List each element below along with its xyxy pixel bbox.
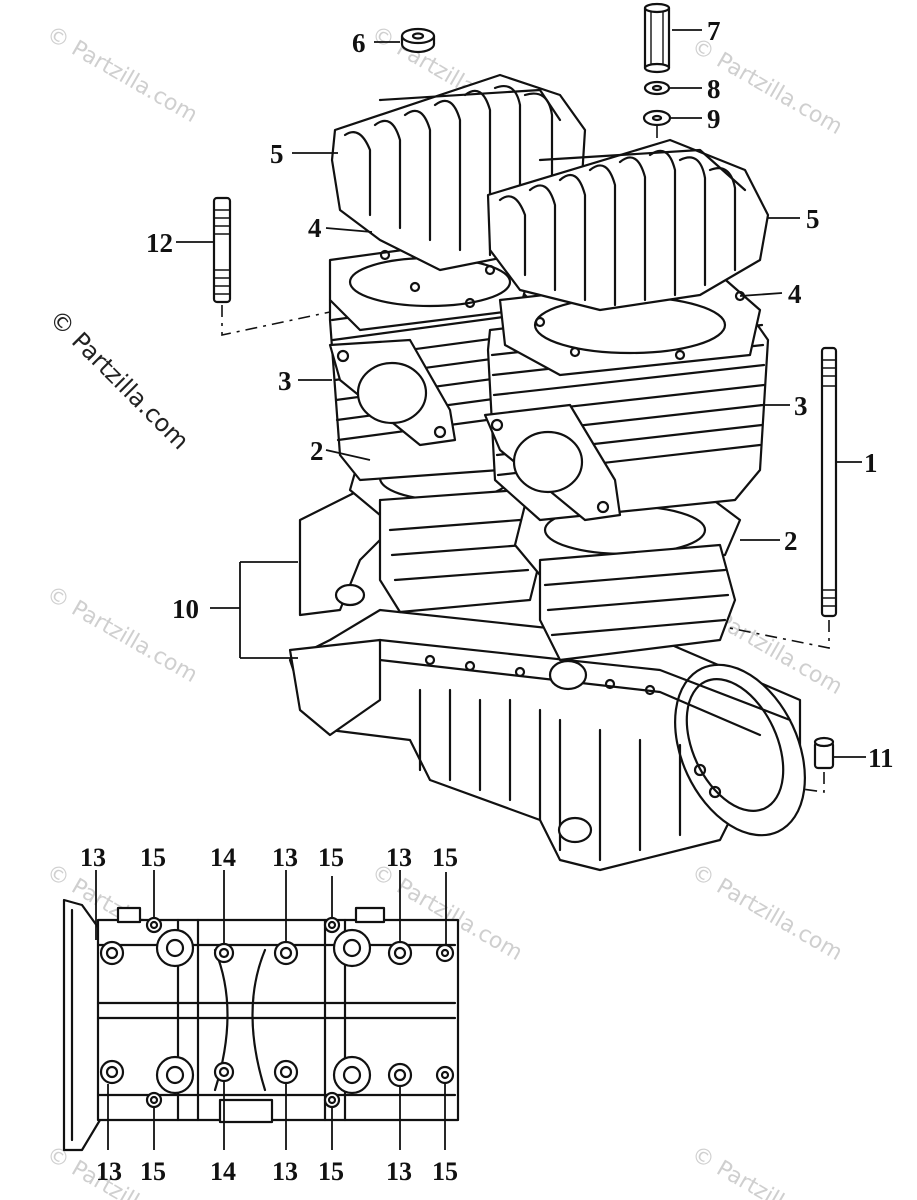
callouts: 6 7 8 9 5 5 4 4 12 3 3 2 2 1 10 11 [146, 16, 894, 773]
part-11-dowel [813, 736, 835, 770]
part-7-spacer [643, 2, 671, 74]
part-8-washer [643, 80, 671, 96]
watermark-dark: © Partzilla.com [44, 304, 195, 455]
part-9-washer [642, 109, 672, 127]
bottom-view-bottom-label: 13 [272, 1157, 298, 1186]
left-cylinder-assembly [328, 73, 587, 614]
callout-10: 10 [172, 594, 199, 624]
assembly-line-12 [221, 279, 481, 336]
watermark: © Partzilla.com [687, 860, 847, 967]
bottom-view-top-label: 13 [272, 843, 298, 872]
bottom-view-bottom-label: 13 [386, 1157, 412, 1186]
callout-4-left: 4 [308, 213, 322, 243]
callout-4-right: 4 [788, 279, 802, 309]
bottom-view-bottom-label: 15 [140, 1157, 166, 1186]
crankcase-bottom-view: 13 15 14 13 15 13 15 13 15 14 13 15 13 1… [62, 843, 460, 1186]
bottom-view-bottom-label: 13 [96, 1157, 122, 1186]
bottom-view-bottom-label: 15 [318, 1157, 344, 1186]
part-6-nut [400, 27, 436, 54]
callout-7: 7 [707, 16, 721, 46]
callout-8: 8 [707, 74, 721, 104]
callout-2-left: 2 [310, 436, 324, 466]
bottom-view-top-label: 15 [318, 843, 344, 872]
callout-5-left: 5 [270, 139, 284, 169]
callout-3-left: 3 [278, 366, 292, 396]
watermark: © Partzilla.com [687, 1142, 847, 1200]
leader-lines [176, 29, 866, 758]
part-1-long-stud [820, 346, 838, 618]
bottom-view-top-label: 14 [210, 843, 236, 872]
bottom-view-top-label: 13 [386, 843, 412, 872]
callout-5-right: 5 [806, 204, 820, 234]
callout-11: 11 [868, 743, 894, 773]
callout-12: 12 [146, 228, 173, 258]
assembly-line-1 [649, 611, 830, 649]
callout-6: 6 [352, 28, 366, 58]
callout-2-right: 2 [784, 526, 798, 556]
right-cylinder-assembly [483, 138, 770, 662]
bottom-view-top-label: 13 [80, 843, 106, 872]
callout-9: 9 [707, 104, 721, 134]
crankcase [288, 478, 806, 872]
bottom-view-top-label: 15 [432, 843, 458, 872]
part-12-stud [212, 196, 232, 304]
watermark: © Partzilla.com [42, 22, 202, 129]
bottom-view-top-label: 15 [140, 843, 166, 872]
bottom-view-bottom-label: 14 [210, 1157, 236, 1186]
callout-3-right: 3 [794, 391, 808, 421]
callout-1: 1 [864, 448, 878, 478]
assembly-line-11 [659, 769, 825, 793]
bottom-view-bottom-label: 15 [432, 1157, 458, 1186]
